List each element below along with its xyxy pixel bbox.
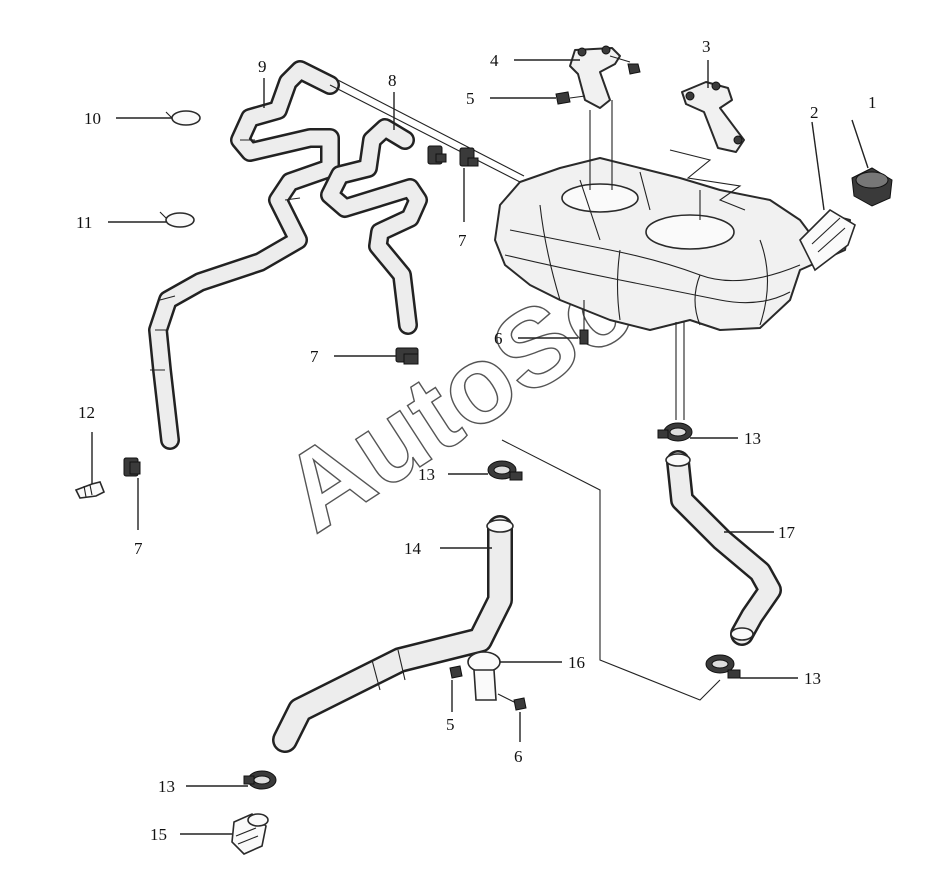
hose-clamp-13-tank bbox=[657, 422, 693, 442]
hose-17 bbox=[665, 450, 782, 646]
expansion-tank bbox=[494, 157, 856, 420]
callout-15: 15 bbox=[150, 825, 167, 844]
hose-14 bbox=[272, 515, 514, 753]
elbow-fitting-upper-b bbox=[459, 147, 479, 167]
callout-13-tank: 13 bbox=[744, 429, 761, 448]
callout-10: 10 bbox=[84, 109, 101, 128]
callout-16: 16 bbox=[568, 653, 585, 672]
clip-bracket-16 bbox=[467, 651, 501, 701]
callout-11: 11 bbox=[76, 213, 92, 232]
callout-1: 1 bbox=[868, 93, 877, 112]
callout-5-lower: 5 bbox=[446, 715, 455, 734]
callout-8: 8 bbox=[388, 71, 397, 90]
callout-4: 4 bbox=[490, 51, 499, 70]
hose-clamp-13-middle bbox=[487, 460, 523, 481]
callout-7-left: 7 bbox=[134, 539, 143, 558]
bleed-screw-12 bbox=[74, 481, 106, 499]
callout-2: 2 bbox=[810, 103, 819, 122]
elbow-fitting-left bbox=[123, 457, 141, 477]
callout-3: 3 bbox=[702, 37, 711, 56]
callout-17: 17 bbox=[778, 523, 796, 542]
callout-13-right: 13 bbox=[804, 669, 821, 688]
bolt-6-upper bbox=[579, 300, 589, 345]
hose-9 bbox=[148, 60, 340, 450]
elbow-fitting-middle bbox=[395, 347, 419, 365]
bracket-4 bbox=[569, 45, 641, 109]
nut-5-upper bbox=[555, 91, 571, 105]
callout-7-middle: 7 bbox=[310, 347, 319, 366]
clamp-ring-11 bbox=[159, 211, 195, 228]
clamp-ring-10 bbox=[165, 110, 201, 126]
filler-cap-1 bbox=[851, 167, 893, 207]
elbow-fitting-upper-a bbox=[427, 145, 447, 165]
callout-9: 9 bbox=[258, 57, 267, 76]
hose-8 bbox=[320, 118, 428, 335]
hose-clamp-13-right bbox=[705, 654, 741, 679]
callout-6-upper: 6 bbox=[494, 329, 503, 348]
pipe-connector-15 bbox=[231, 813, 269, 855]
callout-14: 14 bbox=[404, 539, 422, 558]
bracket-3 bbox=[669, 81, 746, 211]
bolt-6-lower bbox=[497, 693, 527, 711]
hose-clamp-13-bottom bbox=[243, 770, 277, 790]
callout-12: 12 bbox=[78, 403, 95, 422]
callout-6-lower: 6 bbox=[514, 747, 523, 766]
nut-5-lower bbox=[449, 665, 463, 679]
callout-labels: 1 2 3 4 5 6 7 7 7 8 9 10 11 12 13 13 13 … bbox=[76, 37, 877, 844]
callout-7-upper: 7 bbox=[458, 231, 467, 250]
callout-5-upper: 5 bbox=[466, 89, 475, 108]
leader-lines bbox=[91, 59, 869, 835]
callout-13-bottom: 13 bbox=[158, 777, 175, 796]
callout-13-middle: 13 bbox=[418, 465, 435, 484]
